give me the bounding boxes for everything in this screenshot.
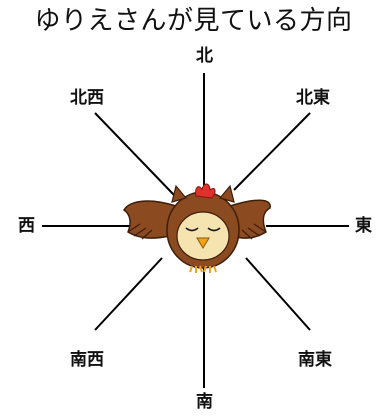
line-southeast [245,257,311,331]
line-northwest [94,112,175,196]
direction-north-label: 北 [196,46,213,66]
owl-face [176,211,230,261]
owl-left-wing [122,200,177,239]
direction-northwest-label: 北西 [70,88,104,108]
owl-eye-right [207,227,221,232]
owl-mascot-image [122,183,271,273]
direction-northeast-label: 北東 [296,88,330,108]
direction-west-label: 西 [18,216,35,236]
owl-comb [195,183,216,199]
direction-southwest-label: 南西 [70,350,104,370]
diagram-title: ゆりえさんが見ている方向 [34,6,353,36]
owl-beak [196,237,210,249]
direction-east-label: 東 [355,216,372,236]
owl-eye-left [185,227,199,232]
direction-southeast-label: 南東 [298,350,332,370]
line-southwest [94,257,163,331]
direction-south-label: 南 [196,392,213,412]
line-northeast [233,112,311,191]
